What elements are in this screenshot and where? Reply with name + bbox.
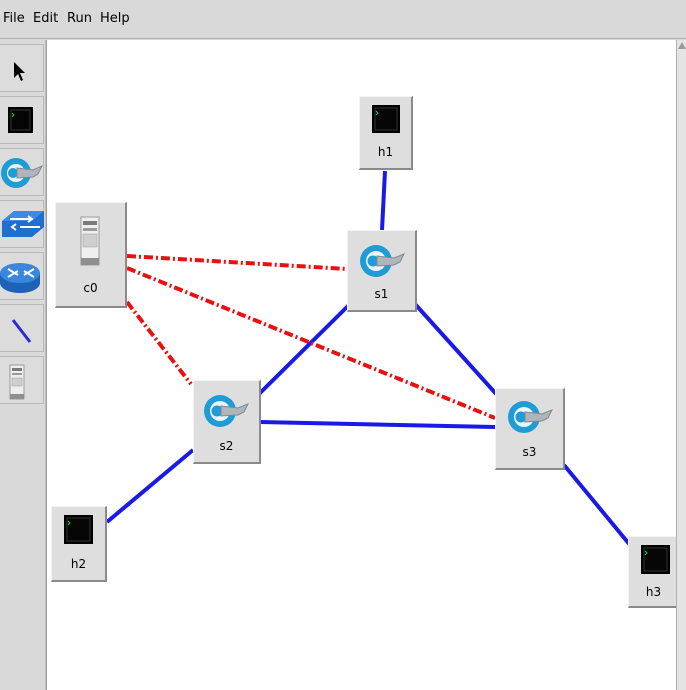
link-line-icon	[11, 319, 32, 343]
menu-help[interactable]: Help	[100, 11, 130, 26]
node-h1[interactable]: h1	[359, 96, 413, 170]
link-h1-s1[interactable]	[380, 170, 387, 231]
terminal-icon	[641, 545, 670, 574]
arrow-pointer-icon	[14, 62, 25, 81]
router-icon	[0, 263, 40, 293]
server-icon	[80, 216, 100, 266]
switch-swirl-icon	[1, 158, 44, 188]
control-link-c0-s1[interactable]	[126, 254, 348, 271]
menu-run[interactable]: Run	[67, 11, 92, 26]
node-s1[interactable]: s1	[347, 230, 417, 312]
switch-swirl-icon	[360, 245, 406, 277]
link-s1-s3[interactable]	[413, 302, 500, 398]
control-link-c0-s3[interactable]	[126, 266, 496, 420]
server-icon	[9, 364, 25, 400]
terminal-icon	[372, 105, 400, 133]
node-h3[interactable]: h3	[628, 536, 680, 608]
menu-bar: File Edit Run Help	[0, 0, 686, 39]
node-label: h3	[645, 585, 662, 599]
toolbar	[0, 40, 46, 690]
link-s3-h3[interactable]	[562, 463, 632, 547]
link-s2-s3[interactable]	[259, 420, 496, 429]
terminal-icon	[8, 107, 33, 133]
node-label: h2	[70, 557, 87, 571]
switch-swirl-icon	[508, 401, 554, 433]
node-s2[interactable]: s2	[193, 380, 261, 464]
switch-tool-button[interactable]	[0, 148, 44, 196]
node-s3[interactable]: s3	[495, 388, 565, 470]
legacy-switch-tool-button[interactable]	[0, 200, 44, 248]
node-label: s3	[522, 445, 537, 459]
node-label: c0	[83, 281, 98, 295]
node-label: s2	[219, 439, 234, 453]
select-tool-button[interactable]	[0, 44, 44, 92]
link-s2-h2[interactable]	[105, 448, 195, 524]
node-label: h1	[377, 145, 394, 159]
terminal-icon	[64, 515, 93, 544]
scroll-up-arrow-icon[interactable]	[678, 42, 686, 49]
link-s1-s2[interactable]	[255, 302, 352, 398]
menu-edit[interactable]: Edit	[33, 11, 59, 26]
node-c0[interactable]: c0	[55, 202, 127, 308]
legacy-switch-icon	[2, 211, 44, 237]
controller-tool-button[interactable]	[0, 356, 44, 404]
control-link-c0-s2[interactable]	[125, 300, 193, 386]
menu-file[interactable]: File	[3, 11, 25, 26]
vertical-scrollbar[interactable]	[676, 40, 686, 690]
links-layer	[105, 170, 632, 547]
node-label: s1	[374, 287, 389, 301]
link-tool-button[interactable]	[0, 304, 44, 352]
switch-swirl-icon	[204, 395, 250, 427]
node-h2[interactable]: h2	[51, 506, 107, 582]
host-tool-button[interactable]	[0, 96, 44, 144]
router-tool-button[interactable]	[0, 252, 44, 300]
topology-canvas[interactable]: h1 c0 s1 s2	[46, 40, 680, 690]
